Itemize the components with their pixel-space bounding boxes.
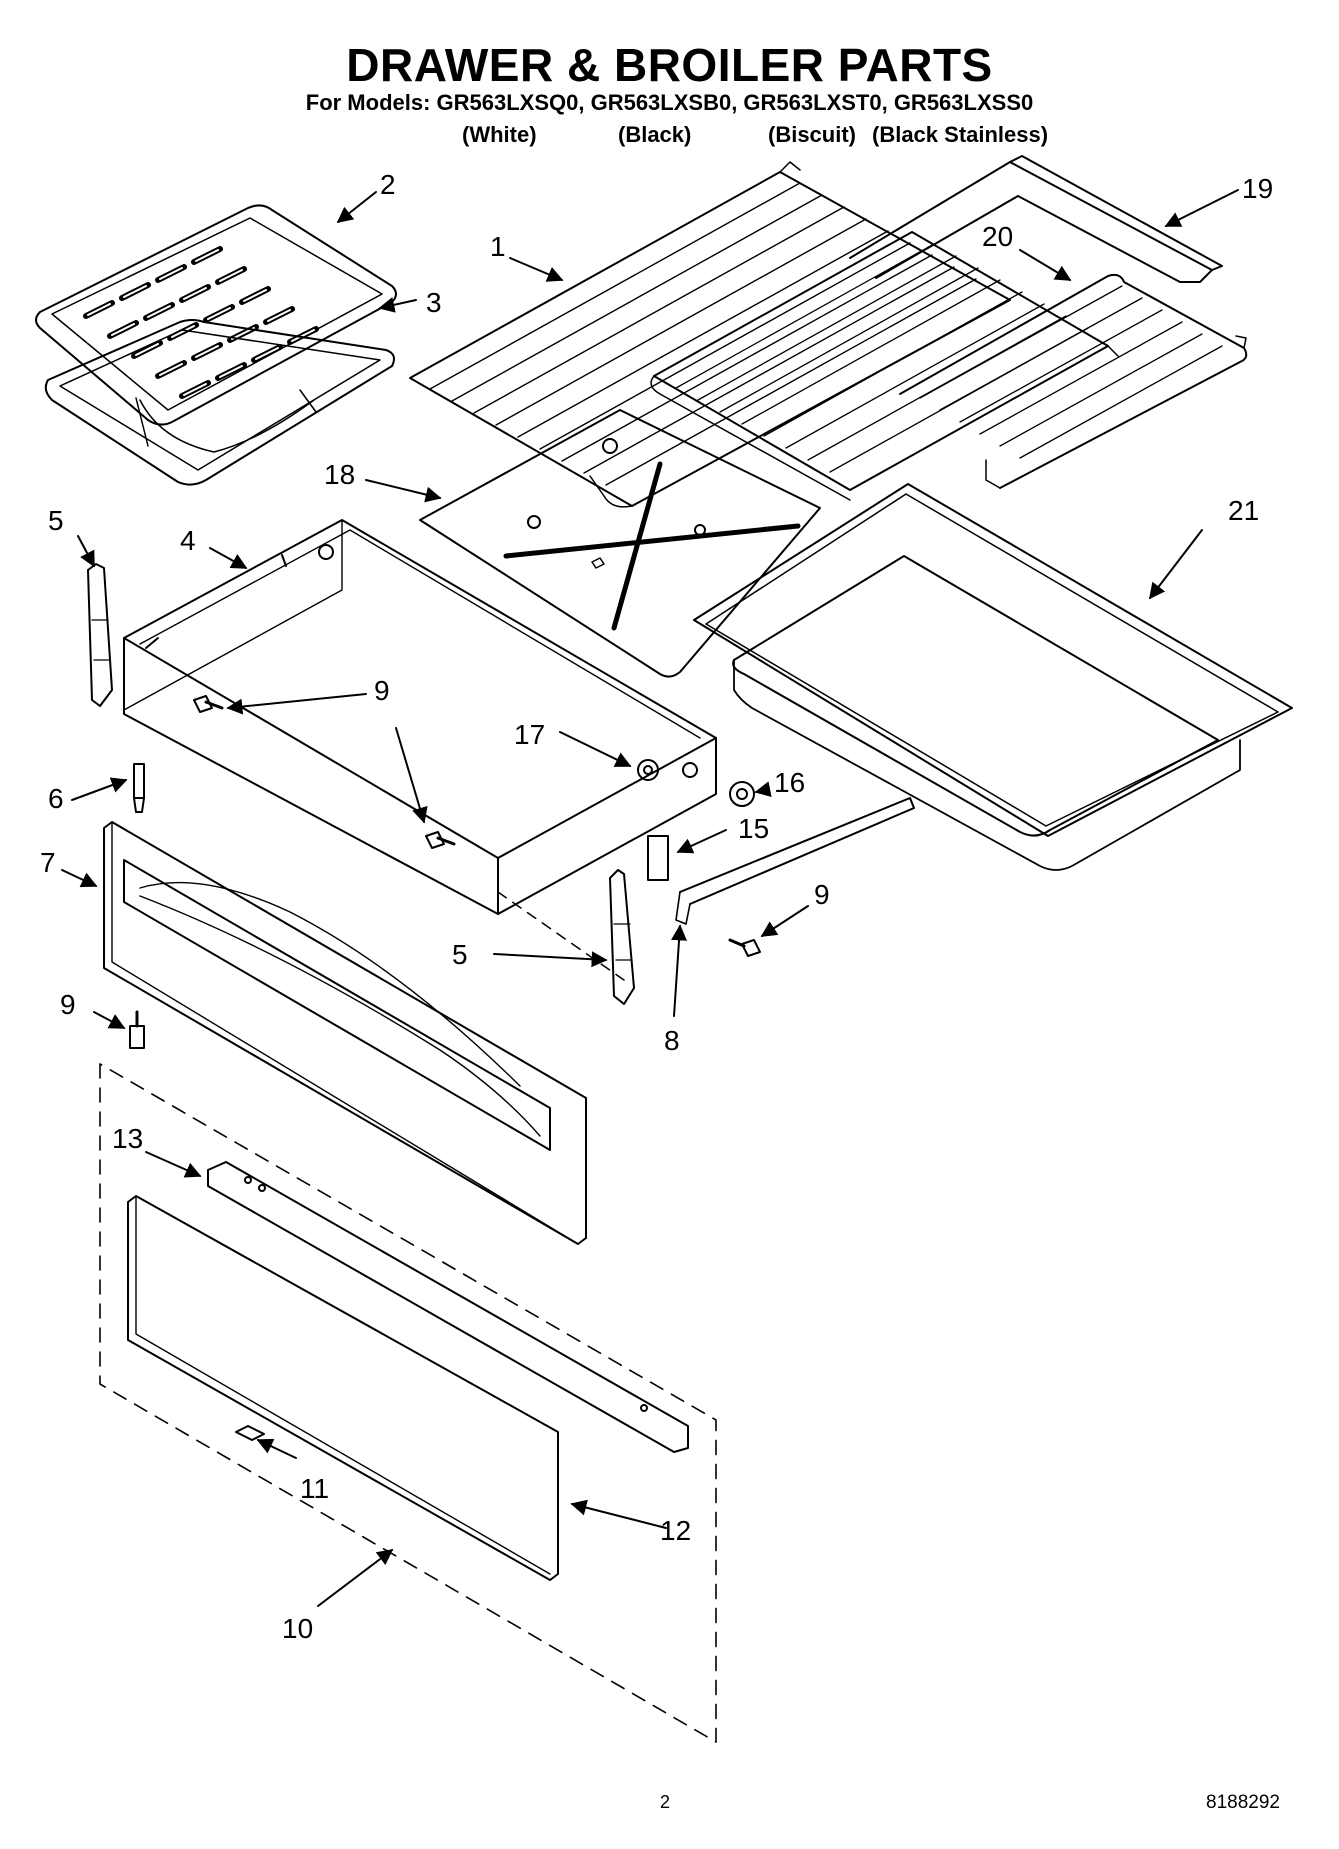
callout-12: 12 xyxy=(660,1515,691,1546)
part-clip-11 xyxy=(235,1425,265,1441)
part-panel-12 xyxy=(127,1195,559,1581)
part-drawer-body xyxy=(123,519,717,915)
callout-8: 8 xyxy=(664,1025,680,1056)
color-white: (White) xyxy=(462,122,537,147)
callout-17: 17 xyxy=(514,719,545,750)
models-line: For Models: GR563LXSQ0, GR563LXSB0, GR56… xyxy=(305,90,1034,115)
part-screw-9b xyxy=(425,831,456,849)
part-slide-rail-left xyxy=(87,563,113,707)
assembly-box-10 xyxy=(99,1063,717,1743)
callout-19: 19 xyxy=(1242,173,1273,204)
part-drawer-pan xyxy=(693,483,1293,871)
callout-5-top: 5 xyxy=(48,505,64,536)
callout-5-bottom: 5 xyxy=(452,939,468,970)
callout-7: 7 xyxy=(40,847,56,878)
callout-15: 15 xyxy=(738,813,769,844)
callout-2: 2 xyxy=(380,169,396,200)
color-black-stainless: (Black Stainless) xyxy=(872,122,1049,147)
callout-4: 4 xyxy=(180,525,196,556)
callout-20: 20 xyxy=(982,221,1013,252)
callout-9-top: 9 xyxy=(374,675,390,706)
callout-21: 21 xyxy=(1228,495,1259,526)
part-broiler-pan xyxy=(44,319,395,486)
callout-3: 3 xyxy=(426,287,442,318)
part-screw-9a xyxy=(193,695,224,713)
part-bumper-16 xyxy=(729,781,755,807)
callout-10: 10 xyxy=(282,1613,313,1644)
callout-13: 13 xyxy=(112,1123,143,1154)
color-biscuit: (Biscuit) xyxy=(768,122,856,147)
part-slide-rail-right xyxy=(609,869,635,1005)
part-baffle-plate xyxy=(419,409,821,678)
part-screw-17 xyxy=(637,759,659,781)
callout-16: 16 xyxy=(774,767,805,798)
part-oven-rack-1 xyxy=(409,161,1011,508)
part-clip-15 xyxy=(647,835,669,881)
callout-18: 18 xyxy=(324,459,355,490)
page-number: 2 xyxy=(660,1792,671,1812)
part-rack-frame xyxy=(849,155,1223,283)
part-trim-13 xyxy=(207,1161,689,1453)
page-title: DRAWER & BROILER PARTS xyxy=(346,39,993,91)
callout-9-left: 9 xyxy=(60,989,76,1020)
part-drawer-front xyxy=(103,821,587,1245)
part-rail-8 xyxy=(675,797,915,925)
assembly-line-rail xyxy=(497,891,625,981)
part-screw-9d xyxy=(129,1010,145,1049)
callout-6: 6 xyxy=(48,783,64,814)
leader-lines xyxy=(61,189,1239,1607)
part-oven-rack-2 xyxy=(650,231,1248,501)
callout-11: 11 xyxy=(300,1473,329,1504)
callout-9-right: 9 xyxy=(814,879,830,910)
color-black: (Black) xyxy=(618,122,692,147)
part-broiler-grid xyxy=(35,204,397,426)
document-number: 8188292 xyxy=(1206,1792,1280,1813)
part-stud-6 xyxy=(133,763,145,813)
part-screw-9c xyxy=(728,938,761,957)
callout-1: 1 xyxy=(490,231,506,262)
